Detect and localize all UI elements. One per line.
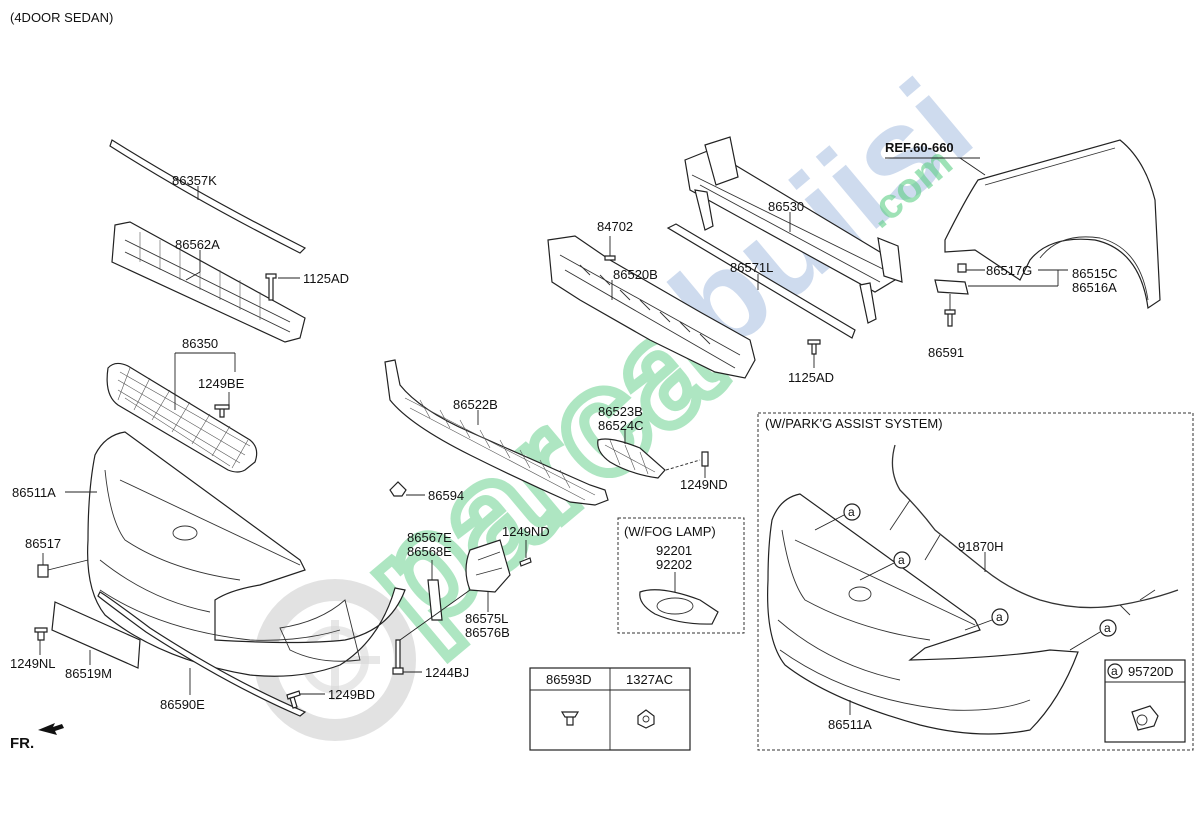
part-lower-grille: 86522B <box>384 359 609 506</box>
park-label-95720D: 95720D <box>1128 664 1174 679</box>
label-86530: 86530 <box>768 199 804 214</box>
label-86516A: 86516A <box>1072 280 1117 295</box>
part-fender-bracket: 86517G 86515C 86516A 86591 <box>928 263 1118 360</box>
label-86524C: 86524C <box>598 418 644 433</box>
label-86511A: 86511A <box>12 485 56 500</box>
part-license-bracket: 86519M <box>51 601 141 681</box>
label-86594: 86594 <box>428 488 464 503</box>
label-86591: 86591 <box>928 345 964 360</box>
label-86515C: 86515C <box>1072 266 1118 281</box>
sensor-inset-marker: a <box>1111 664 1118 678</box>
front-label: FR. <box>10 735 34 752</box>
label-86357K: 86357K <box>172 173 217 188</box>
label-86522B: 86522B <box>453 397 498 412</box>
fog-lamp-box: (W/FOG LAMP) 92201 92202 <box>617 517 745 634</box>
label-86523B: 86523B <box>598 404 643 419</box>
part-energy-absorber: 86520B 84702 <box>547 219 756 379</box>
label-92202: 92202 <box>656 557 692 572</box>
part-lower-strip: 86590E <box>97 591 307 717</box>
part-side-bracket: 86575L 86576B 1249ND <box>399 524 550 641</box>
park-label-86511A: 86511A <box>828 717 872 732</box>
part-upper-grille: 86350 1249BE <box>106 336 258 473</box>
svg-text:a: a <box>1104 621 1111 635</box>
part-stay-86571L: 86571L 1125AD <box>666 223 856 385</box>
part-tow-cover: 86517 <box>25 536 89 578</box>
label-1125AD-top: 1125AD <box>303 271 349 286</box>
park-assist-box: (W/PARK'G ASSIST SYSTEM) 86511A 91870H a… <box>757 412 1194 751</box>
fastener-86593D-icon <box>560 711 580 726</box>
parking-sensor-icon <box>1131 705 1159 731</box>
part-screw-1249BD: 1249BD <box>286 687 375 709</box>
label-86567E: 86567E <box>407 530 452 545</box>
label-86517: 86517 <box>25 536 61 551</box>
front-arrow-icon <box>38 723 64 735</box>
part-screw-1249NL: 1249NL <box>10 627 56 671</box>
sensor-marker-3: a <box>964 608 1009 631</box>
part-clip-86594: 86594 <box>389 481 464 503</box>
svg-text:a: a <box>898 553 905 567</box>
label-1125AD-mid: 1125AD <box>788 370 834 385</box>
fastener-col-86593D: 86593D <box>546 672 592 687</box>
fastener-1327AC-icon <box>637 709 655 729</box>
label-86350: 86350 <box>182 336 218 351</box>
label-86520B: 86520B <box>613 267 658 282</box>
label-1249ND-mid: 1249ND <box>502 524 550 539</box>
label-1249ND-right: 1249ND <box>680 477 728 492</box>
svg-text:a: a <box>996 610 1003 624</box>
park-label-91870H: 91870H <box>958 539 1004 554</box>
label-1249BE: 1249BE <box>198 376 245 391</box>
part-bumper-beam: 86530 <box>684 136 903 324</box>
label-86576B: 86576B <box>465 625 510 640</box>
park-box-title: (W/PARK'G ASSIST SYSTEM) <box>765 416 943 431</box>
fastener-table: 86593D 1327AC <box>529 667 691 751</box>
sensor-marker-2: a <box>859 551 911 581</box>
label-86590E: 86590E <box>160 697 205 712</box>
label-1249NL: 1249NL <box>10 656 56 671</box>
label-84702: 84702 <box>597 219 633 234</box>
part-chrome-strip: 86357K <box>109 139 307 254</box>
svg-text:a: a <box>848 505 855 519</box>
label-86575L: 86575L <box>465 611 508 626</box>
label-ref: REF.60-660 <box>885 140 954 155</box>
sensor-marker-4: a <box>1069 619 1117 651</box>
part-side-garnish: 86567E 86568E <box>407 530 452 621</box>
variant-label: (4DOOR SEDAN) <box>10 10 113 25</box>
label-1249BD: 1249BD <box>328 687 375 702</box>
label-86519M: 86519M <box>65 666 112 681</box>
label-1244BJ: 1244BJ <box>425 665 469 680</box>
label-86562A: 86562A <box>175 237 220 252</box>
sensor-marker-1: a <box>814 503 861 531</box>
part-bumper-cover: 86511A <box>12 431 406 677</box>
label-86568E: 86568E <box>407 544 452 559</box>
front-direction-indicator: FR. <box>10 723 64 752</box>
part-bolt-1244BJ: 1244BJ <box>392 639 469 680</box>
part-grille-bracket: 86562A 1125AD <box>111 221 349 343</box>
label-86571L: 86571L <box>730 260 773 275</box>
part-fog-cover: 86523B 86524C 1249ND <box>597 404 728 492</box>
fog-box-title: (W/FOG LAMP) <box>624 524 716 539</box>
part-fender-ref: REF.60-660 <box>885 139 1161 310</box>
label-92201: 92201 <box>656 543 692 558</box>
label-86517G: 86517G <box>986 263 1032 278</box>
fastener-col-1327AC: 1327AC <box>626 672 673 687</box>
